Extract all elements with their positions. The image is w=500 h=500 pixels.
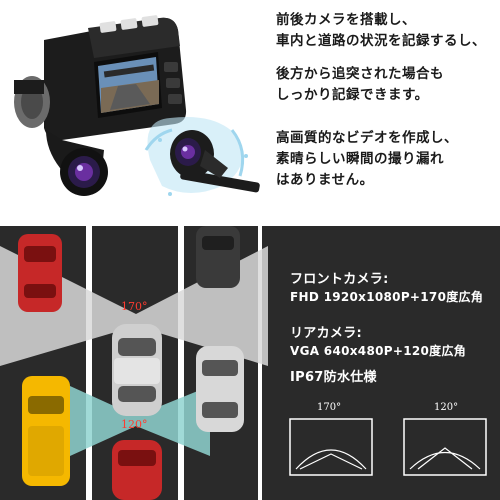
rear-collision-description: 後方から追突された場合も しっかり記録できます。: [276, 64, 444, 106]
center-car-with-dashcam: [112, 324, 162, 416]
description-line: 前後カメラを搭載し、: [276, 12, 416, 28]
rear-fov-icon-label: 120°: [434, 402, 459, 413]
front-fov-beam: [0, 246, 268, 366]
rear-camera-unit: [144, 116, 260, 196]
description-line: しっかり記録できます。: [276, 87, 429, 103]
description-line: 後方から追突された場合も: [276, 66, 444, 82]
red-car-top-left: [18, 234, 62, 312]
front-camera-unit: [14, 15, 187, 196]
rear-angle-label: 120°: [121, 418, 148, 431]
yellow-car-left: [22, 376, 70, 486]
description-line: 素晴らしい瞬間の撮り漏れ: [276, 151, 444, 167]
rear-camera-title: リアカメラ:: [290, 326, 362, 341]
lane-line: [178, 226, 184, 500]
video-quality-description: 高画質的なビデオを作成し、 素晴らしい瞬間の撮り漏れ はありません。: [276, 128, 458, 191]
front-fov-icon: [289, 418, 373, 476]
front-camera-detail: FHD 1920x1080P+170度広角: [290, 290, 484, 304]
waterproof-rating: IP67防水仕様: [290, 370, 377, 385]
dark-car-top-right: [196, 226, 240, 288]
rear-camera-detail: VGA 640x480P+120度広角: [290, 344, 467, 358]
red-car-bottom: [112, 440, 162, 500]
front-camera-title: フロントカメラ:: [290, 272, 389, 287]
road-fov-diagram: [0, 226, 487, 500]
description-line: 高画質的なビデオを作成し、: [276, 130, 458, 146]
rear-fov-icon: [403, 418, 487, 476]
description-line: はありません。: [276, 172, 374, 188]
lane-line: [86, 226, 92, 500]
specs-section: 170° 120° フロントカメラ: FHD 1920x1080P+170度広角…: [0, 226, 500, 500]
product-section: 前後カメラを搭載し、 車内と道路の状況を記録するし、 後方から追突された場合も …: [0, 0, 500, 226]
rear-fov-beam: [70, 386, 210, 456]
silver-car-right: [196, 346, 244, 432]
front-fov-icon-label: 170°: [317, 402, 342, 413]
front-angle-label: 170°: [121, 300, 148, 313]
front-camera-description: 前後カメラを搭載し、 車内と道路の状況を記録するし、: [276, 10, 486, 52]
dash-cam-product-image: [14, 15, 260, 196]
description-line: 車内と道路の状況を記録するし、: [276, 33, 486, 49]
